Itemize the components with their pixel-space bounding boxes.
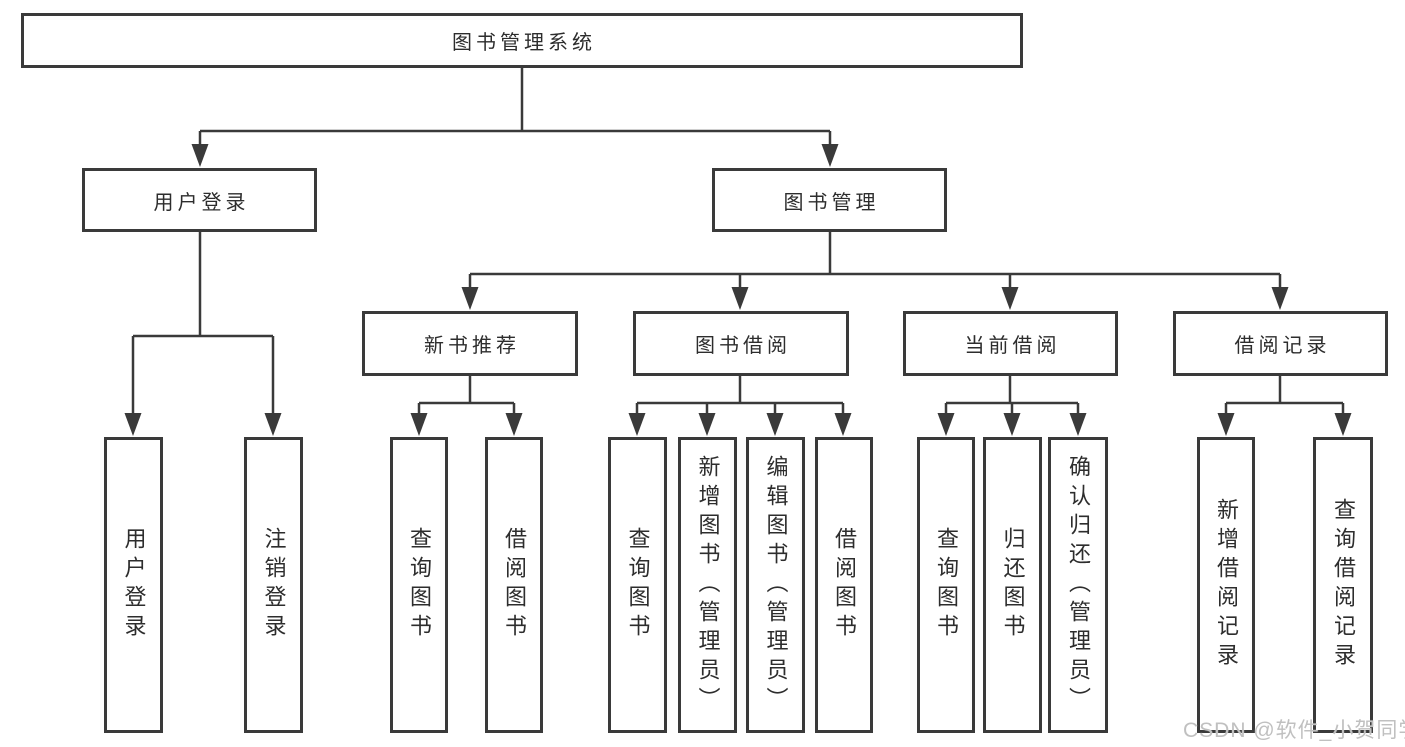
node-book-management-module: 图书管理 [712,168,947,232]
node-leaf-query-books-recommend-label: 查询图书 [407,527,432,643]
node-leaf-logout-label: 注销登录 [261,527,287,643]
node-leaf-query-books-borrowing-label: 查询图书 [625,527,651,643]
node-leaf-confirm-return-admin: 确认归还（管理员） [1048,437,1108,733]
node-current-borrowing-label: 当前借阅 [964,335,1061,357]
node-new-book-recommend-label: 新书推荐 [424,335,520,357]
node-borrow-records: 借阅记录 [1173,311,1388,376]
node-leaf-edit-books-admin: 编辑图书（管理员） [746,437,805,733]
node-leaf-user-login-label: 用户登录 [121,527,147,643]
node-leaf-borrow-books-borrowing-label: 借阅图书 [832,527,857,643]
node-leaf-add-borrow-record-label: 新增借阅记录 [1214,498,1239,672]
node-leaf-add-books-admin-label: 新增图书（管理员） [695,454,721,716]
node-leaf-query-books-current-label: 查询图书 [934,527,959,643]
node-leaf-query-books-recommend: 查询图书 [390,437,448,733]
node-leaf-borrow-books-recommend: 借阅图书 [485,437,543,733]
node-book-management-module-label: 图书管理 [783,191,880,214]
node-leaf-query-borrow-record: 查询借阅记录 [1313,437,1373,733]
node-root-system-label: 图书管理系统 [452,32,596,54]
node-leaf-user-login: 用户登录 [104,437,163,733]
node-user-login-module: 用户登录 [82,168,317,232]
node-leaf-add-books-admin: 新增图书（管理员） [678,437,737,733]
node-current-borrowing: 当前借阅 [903,311,1118,376]
node-leaf-borrow-books-borrowing: 借阅图书 [815,437,873,733]
node-leaf-borrow-books-recommend-label: 借阅图书 [502,527,527,643]
csdn-watermark: CSDN @软件_小贺同学 [1183,719,1405,742]
node-root-system: 图书管理系统 [21,13,1023,68]
node-leaf-confirm-return-admin-label: 确认归还（管理员） [1066,454,1091,716]
node-leaf-edit-books-admin-label: 编辑图书（管理员） [763,454,789,716]
node-user-login-module-label: 用户登录 [153,191,250,214]
node-leaf-return-books: 归还图书 [983,437,1042,733]
node-leaf-return-books-label: 归还图书 [1000,527,1026,643]
node-leaf-add-borrow-record: 新增借阅记录 [1197,437,1255,733]
arrowheads [124,144,1352,436]
node-book-borrowing-label: 图书借阅 [695,335,791,357]
node-leaf-logout: 注销登录 [244,437,303,733]
node-leaf-query-books-current: 查询图书 [917,437,975,733]
node-leaf-query-borrow-record-label: 查询借阅记录 [1331,498,1356,672]
node-book-borrowing: 图书借阅 [633,311,849,376]
node-borrow-records-label: 借阅记录 [1234,335,1331,357]
node-leaf-query-books-borrowing: 查询图书 [608,437,667,733]
node-new-book-recommend: 新书推荐 [362,311,578,376]
